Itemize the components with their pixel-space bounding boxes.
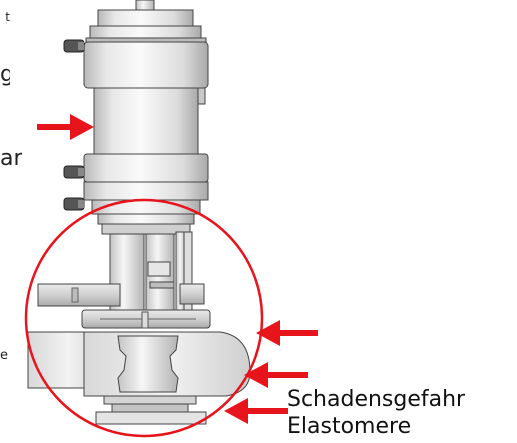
side-pipe: [37, 283, 205, 307]
arrow-flange-seal: [256, 320, 318, 346]
damage-warning-caption: Schadensgefahr Elastomere: [287, 386, 465, 440]
cutoff-text-lower: e: [0, 348, 8, 363]
cutoff-text-top: t: [5, 10, 10, 24]
arrow-bottom-seal: [224, 398, 288, 424]
air-fitting-top: [63, 39, 85, 53]
valve-lower-body: [27, 331, 251, 425]
arrow-actuator: [37, 114, 94, 140]
actuator-top-cap: [85, 9, 207, 43]
caption-line-2: Elastomere: [287, 414, 412, 439]
cutoff-text-upper: g: [0, 64, 10, 86]
caption-line-1: Schadensgefahr: [287, 387, 466, 412]
arrow-body-seal: [244, 362, 308, 388]
valve-flange: [81, 309, 211, 329]
air-fitting-middle: [63, 165, 85, 179]
air-fitting-lower: [63, 197, 85, 211]
highlight-circle: [24, 198, 264, 438]
actuator-upper-body: [83, 41, 209, 201]
cutoff-text-middle: ar: [0, 148, 22, 170]
